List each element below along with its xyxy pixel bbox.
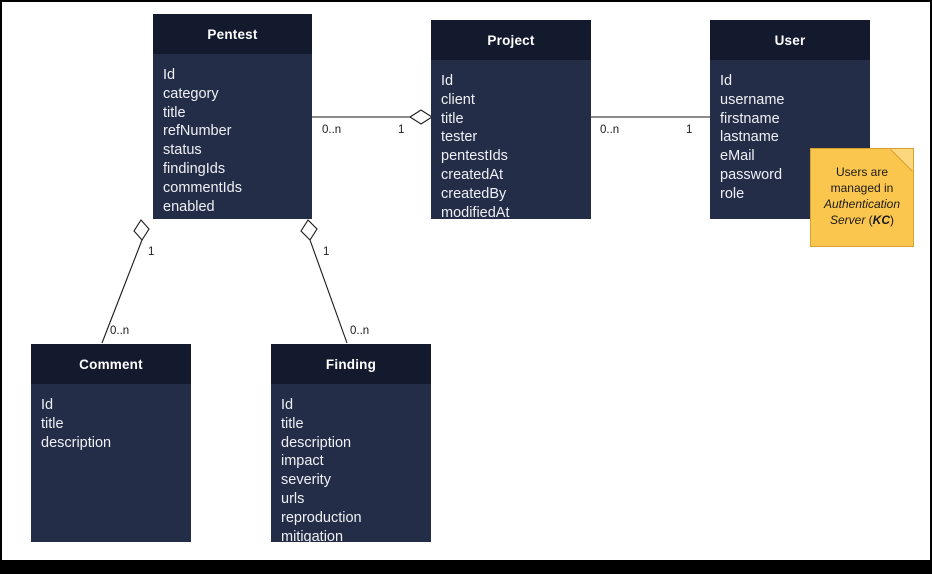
attribute-row: role — [720, 185, 745, 202]
diagram-canvas: Pentest Id category title refNumber stat… — [2, 2, 930, 560]
attribute-row: description — [281, 434, 352, 451]
multiplicity-label: 0..n — [350, 325, 370, 337]
association-pentest-comment[interactable] — [101, 219, 150, 344]
attribute-row: modifiedAt — [441, 204, 510, 219]
attribute-row: Id — [281, 397, 294, 413]
class-box-finding[interactable]: Finding Id title description impact seve… — [271, 344, 431, 542]
note-text: Users are managed in Authentication Serv… — [824, 164, 900, 228]
attribute-row: reproduction — [281, 509, 362, 526]
attribute-row: category — [163, 85, 219, 102]
class-attributes-finding: Id title description impact severity url… — [271, 384, 431, 542]
multiplicity-label: 0..n — [110, 325, 130, 337]
attribute-row: createdAt — [441, 166, 504, 183]
class-box-user[interactable]: User Id username firstname lastname eMai… — [710, 20, 870, 219]
multiplicity-label: 1 — [148, 246, 155, 258]
attribute-row: tester — [441, 129, 478, 146]
attribute-row: createdBy — [441, 185, 507, 202]
note-paren-open: ( — [865, 212, 873, 227]
aggregation-diamond-pentest-finding — [300, 219, 318, 241]
attribute-row: password — [720, 166, 783, 183]
attribute-row: Id — [41, 397, 54, 413]
note-line-1: Users are — [835, 164, 888, 179]
note-line-4: Server — [829, 212, 866, 227]
note-fold-corner-icon — [891, 149, 913, 171]
attribute-row: Id — [720, 73, 733, 89]
note-paren-close: ) — [890, 212, 895, 227]
attribute-row: firstname — [720, 110, 780, 127]
class-title-project: Project — [431, 20, 591, 60]
class-attributes-comment: Id title description — [31, 384, 191, 452]
note-line-2: managed in — [830, 180, 894, 195]
attribute-row: enabled — [163, 198, 215, 215]
attribute-row: commentIds — [163, 179, 242, 196]
class-title-comment: Comment — [31, 344, 191, 384]
multiplicity-label: 1 — [323, 246, 330, 258]
attribute-row: Id — [163, 67, 176, 83]
attribute-row: title — [281, 415, 304, 432]
association-line-pentest-comment — [101, 239, 143, 344]
class-attributes-project: Id client title tester pentestIds create… — [431, 60, 591, 219]
note-abbr: KC — [872, 212, 891, 227]
class-attributes-pentest: Id category title refNumber status findi… — [153, 54, 312, 216]
multiplicity-label: 1 — [398, 124, 405, 136]
attribute-row: client — [441, 91, 475, 108]
aggregation-diamond-project — [408, 109, 434, 125]
attribute-row: severity — [281, 472, 331, 489]
class-box-comment[interactable]: Comment Id title description — [31, 344, 191, 542]
class-title-pentest: Pentest — [153, 14, 312, 54]
attribute-row: urls — [281, 490, 305, 507]
association-pentest-finding[interactable] — [300, 219, 348, 344]
attribute-row: username — [720, 91, 785, 108]
attribute-row: status — [163, 142, 202, 159]
class-attributes-user: Id username firstname lastname eMail pas… — [710, 60, 870, 204]
class-title-user: User — [710, 20, 870, 60]
attribute-row: pentestIds — [441, 148, 508, 165]
attribute-row: title — [441, 110, 464, 127]
attribute-row: description — [41, 434, 112, 451]
attribute-row: Id — [441, 73, 454, 89]
class-box-pentest[interactable]: Pentest Id category title refNumber stat… — [153, 14, 312, 219]
multiplicity-label: 0..n — [600, 124, 620, 136]
association-pentest-project[interactable] — [310, 109, 434, 125]
attribute-row: impact — [281, 453, 324, 470]
attribute-row: eMail — [720, 148, 755, 165]
attribute-row: refNumber — [163, 123, 232, 140]
aggregation-diamond-pentest-comment — [133, 219, 150, 241]
attribute-row: mitigation — [281, 528, 344, 542]
multiplicity-label: 0..n — [322, 124, 342, 136]
attribute-row: lastname — [720, 129, 779, 146]
class-title-finding: Finding — [271, 344, 431, 384]
note-user-auth[interactable]: Users are managed in Authentication Serv… — [810, 148, 914, 247]
attribute-row: findingIds — [163, 160, 226, 177]
note-line-3: Authentication — [823, 196, 901, 211]
multiplicity-label: 1 — [686, 124, 693, 136]
association-line-pentest-finding — [309, 239, 348, 344]
attribute-row: title — [163, 104, 186, 121]
connector-layer — [101, 109, 710, 344]
attribute-row: title — [41, 415, 64, 432]
class-box-project[interactable]: Project Id client title tester pentestId… — [431, 20, 591, 219]
